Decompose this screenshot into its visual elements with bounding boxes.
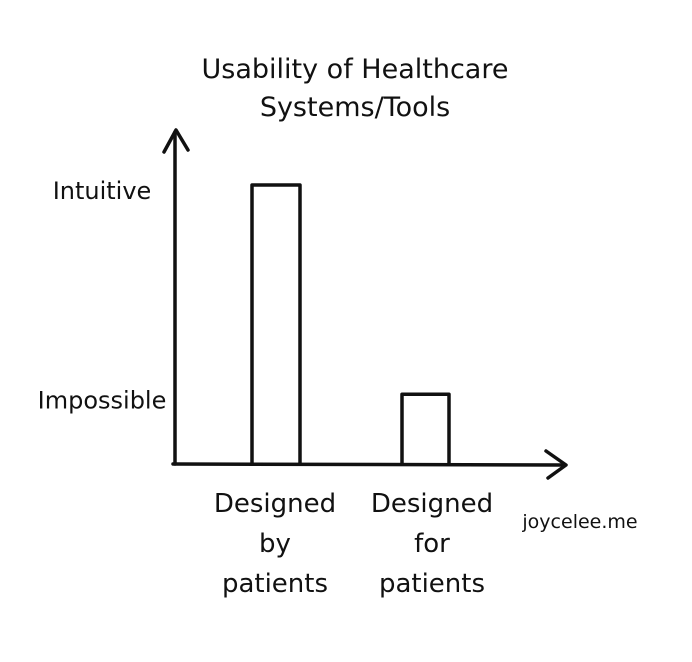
chart-title-line: Usability of Healthcare [202,54,509,85]
y-axis-arrowhead [162,128,190,154]
category-label: by [259,529,291,559]
credit-label: joycelee.me [521,511,637,533]
x-axis-arrowhead [544,449,568,480]
category-label: Designed [371,489,493,519]
category-label: Designed [214,489,336,519]
category-labels: Designed by patients Designed for patients [214,489,493,599]
bar [250,183,302,466]
chart-title-line: Systems/Tools [260,92,450,123]
y-tick-label: Intuitive [53,177,152,205]
y-tick-label: Impossible [38,386,167,414]
chart-axes [162,128,568,480]
category-label: patients [222,569,328,599]
bar [400,392,451,466]
bars [250,183,451,466]
x-axis-line [171,462,565,467]
category-label: patients [379,569,485,599]
category-label: for [414,529,450,559]
